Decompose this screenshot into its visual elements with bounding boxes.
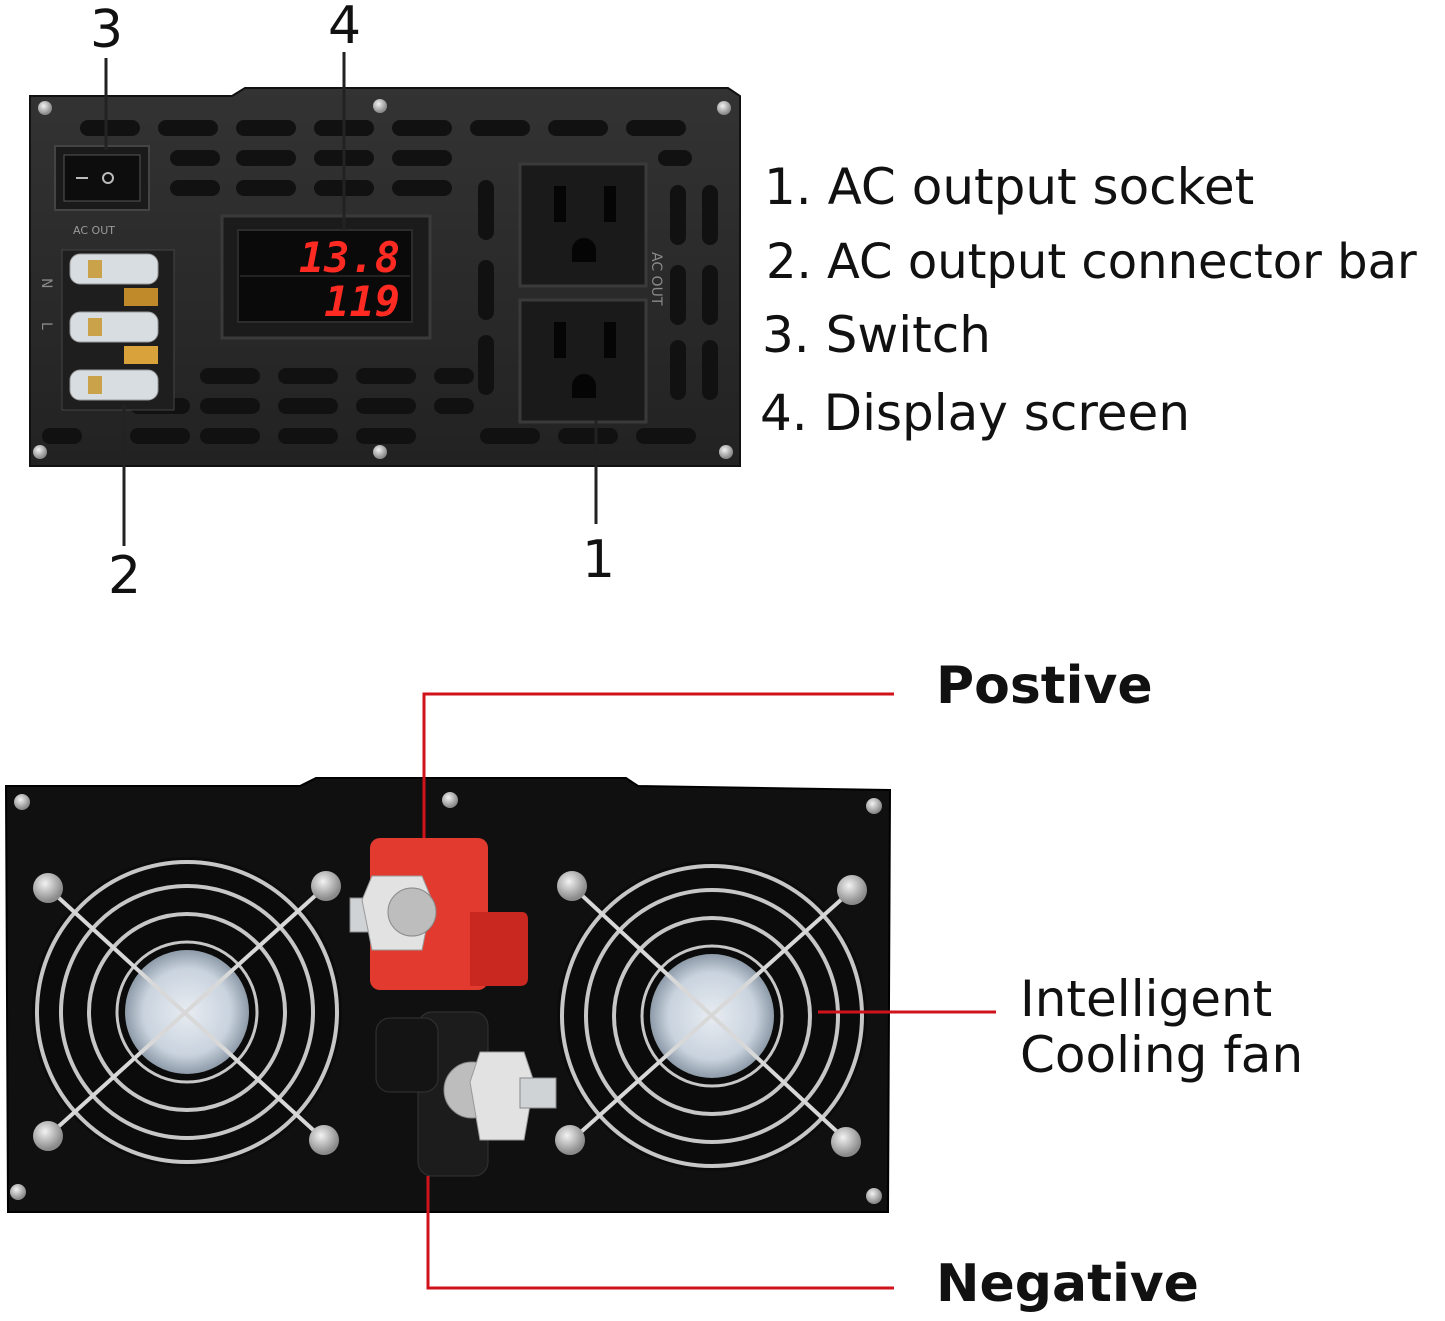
callout-4: 4 <box>328 0 362 56</box>
screw <box>866 798 882 814</box>
connector-terminal <box>69 253 159 285</box>
connector-label-n: N <box>38 278 54 288</box>
legend-item-3: 3. Switch <box>762 306 991 364</box>
screw <box>837 875 867 905</box>
connector-label-l: L <box>38 322 54 330</box>
ac-output-socket <box>518 298 648 424</box>
screw <box>311 871 341 901</box>
fan-label-line1: Intelligent <box>1020 970 1273 1028</box>
brass-screw <box>88 376 102 394</box>
negative-label: Negative <box>936 1254 1199 1314</box>
screw <box>309 1125 339 1155</box>
connector-terminal <box>69 369 159 401</box>
legend-item-2: 2. AC output connector bar <box>766 234 1417 290</box>
brass-screw <box>88 318 102 336</box>
brass-screw <box>88 260 102 278</box>
display-line-output: 119 <box>324 277 400 326</box>
display-line-voltage: 13.8 <box>299 233 400 282</box>
fan-label-line2: Cooling fan <box>1020 1026 1304 1084</box>
screw <box>866 1188 882 1204</box>
screw <box>555 1125 585 1155</box>
brass-screw <box>124 346 158 364</box>
callout-2: 2 <box>108 546 142 606</box>
screw <box>719 445 733 459</box>
screw <box>557 871 587 901</box>
negative-terminal <box>375 1011 557 1177</box>
cooling-fan-left <box>32 857 342 1167</box>
callout-leaders <box>104 52 598 546</box>
screw <box>717 101 731 115</box>
ac-connector-bar <box>61 249 175 411</box>
socket-side-label: AC OUT <box>648 252 664 306</box>
legend-item-1: 1. AC output socket <box>764 158 1255 216</box>
screw <box>831 1127 861 1157</box>
connector-terminal <box>69 311 159 343</box>
screw <box>33 445 47 459</box>
positive-label: Postive <box>936 656 1153 716</box>
screw <box>14 794 30 810</box>
rear-leaders <box>422 692 996 1290</box>
cooling-fan-right <box>555 861 867 1171</box>
screw <box>442 792 458 808</box>
power-switch <box>54 145 150 211</box>
ac-output-socket <box>518 162 648 288</box>
screw <box>38 101 52 115</box>
switch-on-mark <box>102 172 114 184</box>
screw <box>10 1184 26 1200</box>
display-screen <box>220 214 432 340</box>
legend-item-4: 4. Display screen <box>760 384 1191 442</box>
screw <box>373 99 387 113</box>
screw <box>33 1121 63 1151</box>
brass-screw <box>124 288 158 306</box>
callout-3: 3 <box>90 0 124 60</box>
screw <box>33 873 63 903</box>
callout-1: 1 <box>582 530 616 590</box>
switch-panel-label: AC OUT <box>73 224 115 237</box>
screw <box>373 445 387 459</box>
positive-terminal <box>349 838 528 990</box>
